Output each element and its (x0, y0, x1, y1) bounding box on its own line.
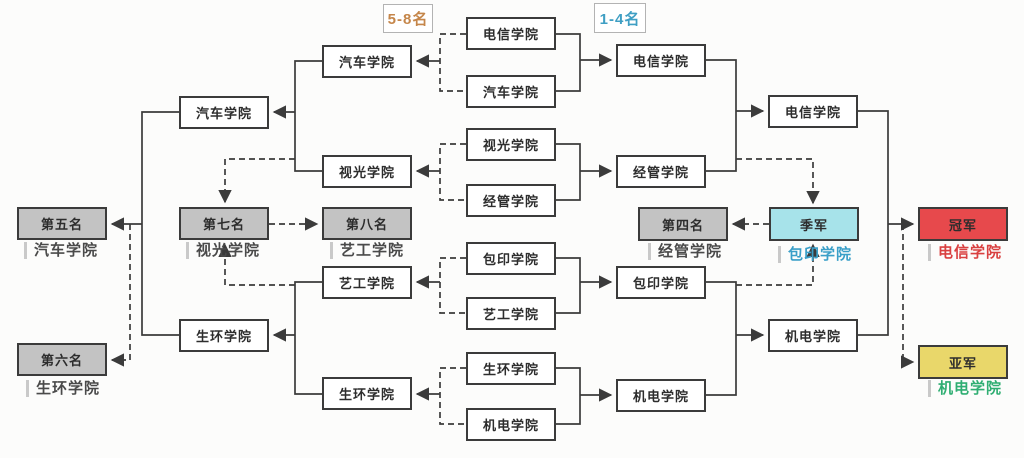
cons-sf2-team2: 生环学院 (322, 377, 412, 410)
final-slot-sf1-winner: 电信学院 (768, 95, 858, 128)
cons-sf1-team2: 视光学院 (322, 155, 412, 188)
cons-final-slot1: 汽车学院 (179, 96, 269, 129)
place-5-box: 第五名 (17, 207, 107, 240)
place-8-box: 第八名 (322, 207, 412, 240)
final-slot-sf2-winner: 机电学院 (768, 319, 858, 352)
qf4-team2: 机电学院 (466, 408, 556, 441)
sf2-slot-qf4-winner: 机电学院 (616, 379, 706, 412)
place-7-box: 第七名 (179, 207, 269, 240)
cons-final-slot2: 生环学院 (179, 319, 269, 352)
qf1-team1: 电信学院 (466, 17, 556, 50)
legend-places-1-4: 1-4名 (594, 3, 646, 33)
place-1-team: 电信学院 (928, 244, 1002, 261)
sf1-slot-qf2-winner: 经管学院 (616, 155, 706, 188)
place-4-box: 第四名 (638, 207, 728, 241)
cons-sf2-team1: 艺工学院 (322, 266, 412, 299)
place-7-team: 视光学院 (186, 242, 260, 259)
place-6-box: 第六名 (17, 343, 107, 376)
place-1-box: 冠军 (918, 207, 1008, 241)
cons-sf1-team1: 汽车学院 (322, 45, 412, 78)
place-3-box: 季军 (769, 207, 859, 241)
qf1-team2: 汽车学院 (466, 75, 556, 108)
qf4-team1: 生环学院 (466, 352, 556, 385)
place-6-team: 生环学院 (26, 380, 100, 397)
place-2-team: 机电学院 (928, 380, 1002, 397)
sf1-slot-qf1-winner: 电信学院 (616, 44, 706, 77)
qf2-team1: 视光学院 (466, 128, 556, 161)
sf2-slot-qf3-winner: 包印学院 (616, 266, 706, 299)
place-3-team: 包印学院 (778, 246, 852, 263)
place-4-team: 经管学院 (648, 243, 722, 260)
qf3-team2: 艺工学院 (466, 297, 556, 330)
qf2-team2: 经管学院 (466, 184, 556, 217)
qf3-team1: 包印学院 (466, 242, 556, 275)
place-5-team: 汽车学院 (24, 242, 98, 259)
place-8-team: 艺工学院 (330, 242, 404, 259)
place-2-box: 亚军 (918, 345, 1008, 379)
legend-places-5-8: 5-8名 (383, 4, 433, 33)
